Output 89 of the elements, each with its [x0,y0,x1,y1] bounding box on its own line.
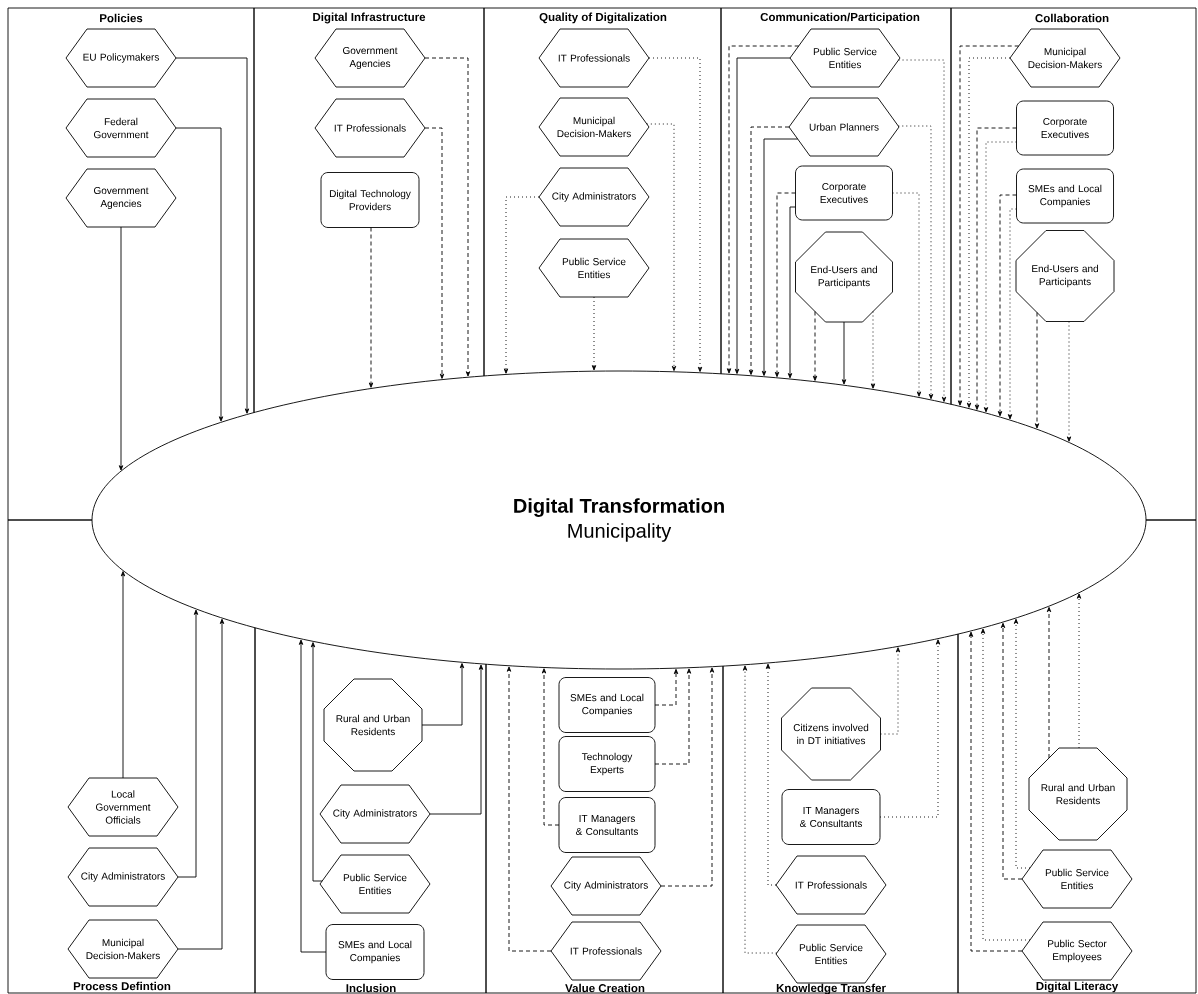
hexagon-box: Municipal Decision-Makers [67,919,179,979]
arrow [734,57,791,374]
arrow [812,311,818,381]
arrow [424,57,471,377]
arrow [897,125,934,400]
hexagon-box: IT Professionals [538,28,650,88]
arrow [968,631,1023,952]
hexagon-box: Public Service Entities [538,238,650,298]
arrow [774,192,796,378]
rounded-box: SMEs and Local Companies [325,924,425,980]
arrow [506,666,552,952]
rounded-box: Digital Technology Providers [320,172,420,228]
arrow [1013,618,1031,869]
arrow [654,668,692,765]
hexagon-box: Public Service Entities [775,924,887,984]
rounded-box: IT Managers & Consultants [781,789,881,845]
arrow [898,59,947,402]
arrow [997,194,1017,417]
hexagon-box: Public Service Entities [789,28,901,88]
arrow [765,663,777,886]
arrow [870,311,876,389]
arrow [1066,321,1072,442]
arrow [646,123,677,372]
arrow [742,665,778,954]
arrow [654,668,679,706]
arrow [892,192,922,397]
rounded-box: IT Managers & Consultants [558,797,656,853]
arrow [761,138,799,376]
arrow [880,647,901,735]
arrow [429,664,484,815]
arrow [726,45,800,374]
octagon-box: End-Users and Participants [1015,230,1115,322]
hexagon-box: Public Service Entities [319,854,431,914]
rounded-box: Technology Experts [558,736,656,792]
hexagon-box: IT Professionals [550,921,662,981]
hexagon-box: EU Policymakers [65,28,177,88]
arrow [541,668,560,826]
arrow [424,127,445,379]
arrow [841,321,847,385]
hexagon-box: City Administrators [319,784,431,844]
hexagon-box: Government Agencies [65,168,177,228]
arrow [966,57,1011,408]
arrow [648,57,703,372]
hexagon-box: Local Government Officials [67,777,179,837]
rounded-box: Corporate Executives [795,165,893,221]
octagon-box: End-Users and Participants [795,231,893,323]
arrow [879,639,941,818]
arrow [983,141,1017,413]
arrow [421,663,465,726]
hexagon-box: Government Agencies [314,28,426,88]
hexagon-box: City Administrators [67,847,179,907]
arrow [787,206,796,379]
arrow [974,127,1017,410]
hexagon-box: Municipal Decision-Makers [1009,28,1121,88]
hexagon-box: City Administrators [550,856,662,916]
arrow [175,57,250,414]
hexagon-box: Federal Government [65,98,177,158]
hexagon-box: City Administrators [538,167,650,227]
arrow [368,227,374,388]
hexagon-box: Urban Planners [788,97,900,157]
octagon-box: Citizens involved in DT initiatives [781,687,881,781]
rounded-box: SMEs and Local Companies [1016,168,1114,224]
arrow [660,667,715,887]
arrow [748,126,790,375]
arrow [1000,622,1023,880]
arrow [1007,208,1017,420]
arrow [1076,593,1082,749]
arrow [298,639,327,953]
hexagon-box: IT Professionals [314,98,426,158]
hexagon-box: Public Service Entities [1021,849,1133,909]
arrow [310,642,323,882]
arrow [980,628,1031,941]
octagon-box: Rural and Urban Residents [1028,747,1128,841]
arrow [957,45,1020,406]
arrow [1034,312,1040,429]
arrow [177,609,199,878]
hexagon-box: Public Sector Employees [1021,921,1133,981]
hexagon-box: Municipal Decision-Makers [538,97,650,157]
hexagon-box: IT Professionals [775,855,887,915]
arrow [503,196,540,374]
arrow [591,296,597,371]
arrow [120,571,126,779]
rounded-box: SMEs and Local Companies [558,677,656,733]
octagon-box: Rural and Urban Residents [323,678,423,772]
rounded-box: Corporate Executives [1016,100,1114,156]
arrow [118,226,124,471]
arrow [1046,606,1052,759]
arrow [177,618,225,950]
arrow [175,127,224,422]
